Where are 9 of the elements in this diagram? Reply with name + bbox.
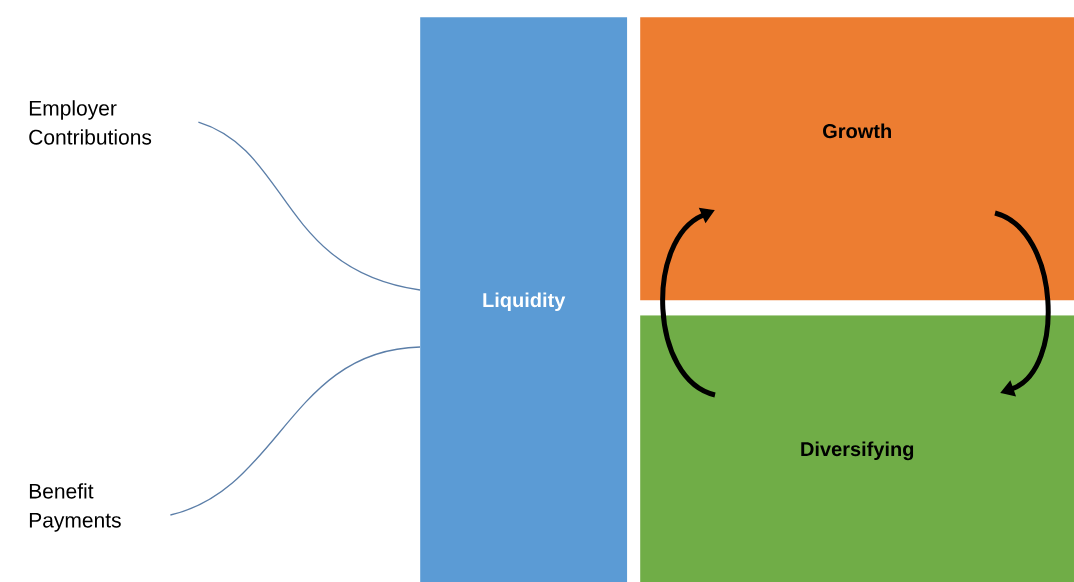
source-label: Employer Contributions xyxy=(29,100,152,145)
source-label: Benefit Payments xyxy=(29,483,121,532)
curved-arrow xyxy=(994,210,1051,397)
curved-arrow xyxy=(660,207,716,398)
block-box: Growth xyxy=(640,17,1074,301)
column-box: Liquidity xyxy=(420,17,628,582)
curved-line xyxy=(169,346,421,516)
block-box: Diversifying xyxy=(640,315,1074,582)
curved-line xyxy=(197,121,421,291)
